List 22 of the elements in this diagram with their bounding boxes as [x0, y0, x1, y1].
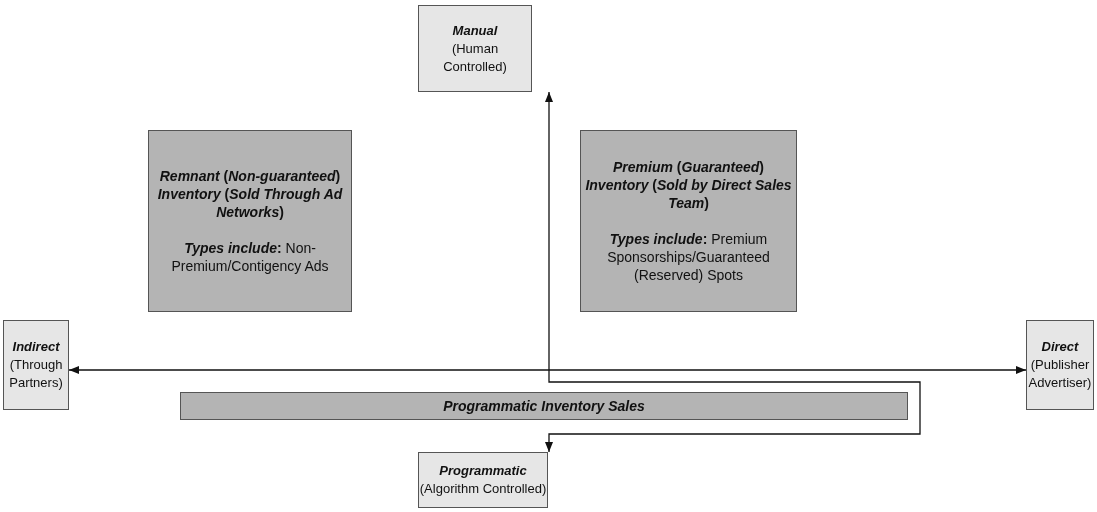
description-text: (Through Partners) [8, 356, 64, 392]
description-text: Types include: Premium Sponsorships/Guaranteed (Reserved) Spots [606, 230, 771, 284]
double-arrow [544, 91, 921, 453]
axis-end-box [1026, 320, 1094, 410]
description-text: (Publisher Advertiser) [1027, 356, 1093, 392]
heading-text: Remnant (Non-guaranteed) Inventory (Sold Through Ad Networks) [156, 167, 344, 221]
heading-text: Indirect [12, 338, 60, 356]
description-text: (Human Controlled) [442, 39, 508, 76]
description-text: Types include: Non-Premium/Contigency Ads [170, 239, 330, 275]
heading-text: Premium (Guaranteed) Inventory (Sold by Direct Sales Team) [584, 158, 793, 212]
axis-end-box [418, 5, 532, 92]
axis-end-box [3, 320, 69, 410]
axis-end-box [418, 452, 548, 508]
double-arrow [68, 365, 1027, 375]
description-text: (Algorithm Controlled) [419, 480, 547, 498]
heading-text: Manual [452, 21, 498, 40]
banner-bar [180, 392, 908, 420]
quadrant-box [580, 130, 797, 312]
quadrant-box [148, 130, 352, 312]
heading-text: Programmatic Inventory Sales [443, 397, 645, 415]
heading-text: Programmatic [439, 462, 527, 480]
heading-text: Direct [1041, 338, 1079, 356]
